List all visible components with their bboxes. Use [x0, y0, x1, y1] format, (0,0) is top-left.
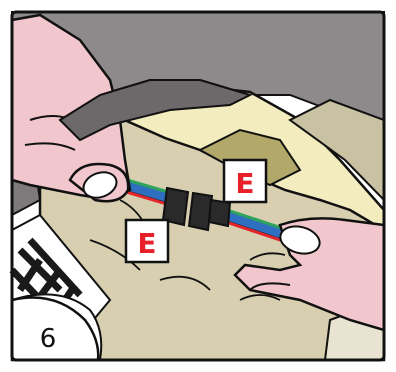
callout-letter-top: E — [235, 167, 254, 200]
hand-right-icon — [233, 217, 386, 332]
frame — [10, 10, 386, 362]
hand-left-icon — [10, 13, 132, 203]
step-number: 6 — [40, 324, 57, 354]
callout-badge-icon: E — [222, 158, 268, 204]
step-badge-icon: 6 — [10, 296, 100, 362]
callout-badge-icon: E — [124, 218, 170, 264]
callout-letter-left: E — [137, 227, 156, 260]
